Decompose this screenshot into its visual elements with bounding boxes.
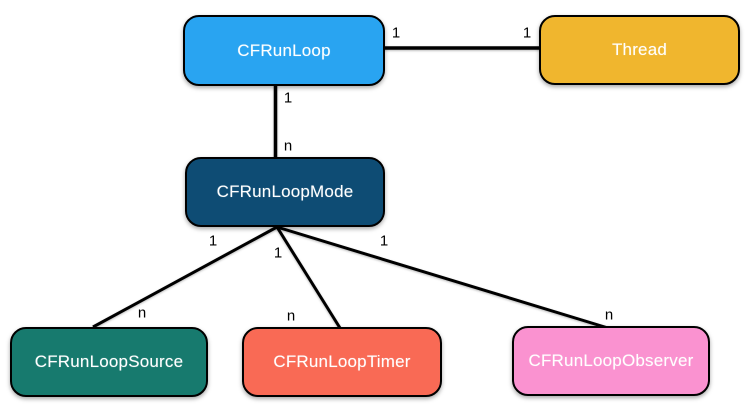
multiplicity-label: 1	[273, 244, 283, 262]
edge-cfrunloopmode-cfrunloopsource	[92, 225, 278, 329]
node-cfrunloop: CFRunLoop	[183, 15, 385, 86]
multiplicity-label: n	[137, 304, 147, 322]
node-label: CFRunLoopSource	[34, 352, 184, 371]
edge-cfrunloopmode-cfrunlooptimer	[275, 226, 342, 329]
multiplicity-label: 1	[208, 232, 218, 250]
multiplicity-label: 1	[522, 24, 532, 42]
node-cfrunloopobserver: CFRunLoopObserver	[512, 326, 710, 396]
multiplicity-label: n	[286, 307, 296, 325]
edge-cfrunloopmode-cfrunloopobserver	[276, 225, 609, 330]
multiplicity-label: 1	[391, 24, 401, 42]
node-cfrunloopsource: CFRunLoopSource	[10, 327, 208, 397]
node-label: CFRunLoopMode	[216, 182, 354, 201]
multiplicity-label: 1	[379, 232, 389, 250]
multiplicity-label: n	[604, 306, 614, 324]
node-label: CFRunLoop	[237, 40, 331, 60]
node-label: Thread	[611, 40, 668, 59]
node-cfrunloopmode: CFRunLoopMode	[185, 157, 385, 227]
node-label: CFRunLoopTimer	[273, 352, 411, 371]
node-cfrunlooptimer: CFRunLoopTimer	[242, 327, 442, 397]
node-label: CFRunLoopObserver	[528, 351, 694, 370]
multiplicity-label: 1	[283, 89, 293, 107]
multiplicity-label: n	[283, 137, 293, 155]
node-thread: Thread	[539, 15, 740, 85]
